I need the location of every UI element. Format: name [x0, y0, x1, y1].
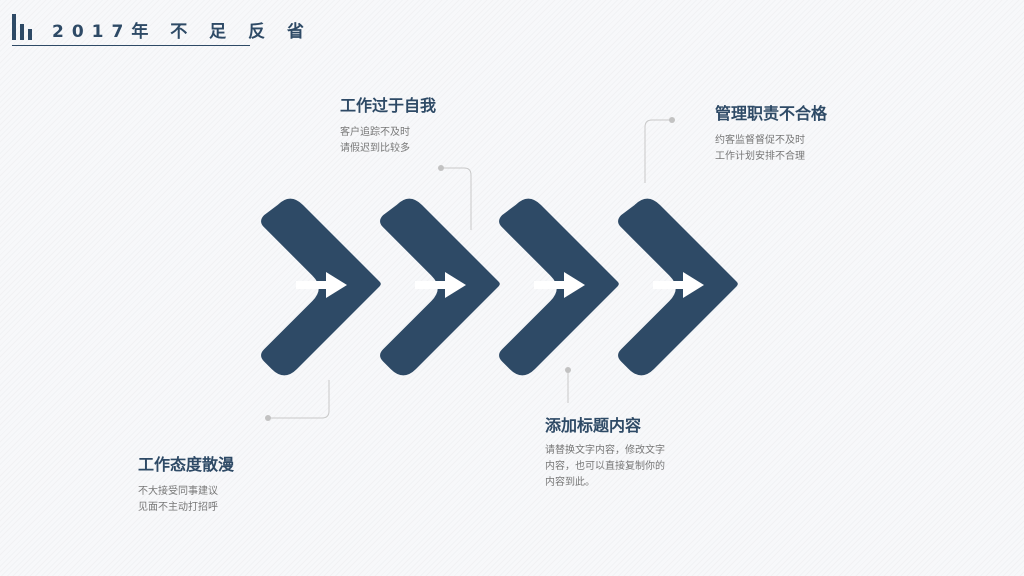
chevron-arrow-3 [499, 198, 619, 376]
item-title: 工作态度散漫 [138, 455, 235, 474]
item-line: 约客监督督促不及时 [715, 135, 805, 146]
item-line: 请替换文字内容，修改文字 [545, 445, 665, 456]
item-description: 约客监督督促不及时 工作计划安排不合理 [715, 133, 827, 165]
connector-line-4 [644, 119, 672, 183]
title-underline [12, 45, 250, 46]
item-description: 客户追踪不及时 请假迟到比较多 [340, 125, 436, 157]
connector-dot-4 [669, 117, 675, 123]
item-description: 不大接受同事建议 见面不主动打招呼 [138, 484, 234, 516]
connector-line-1 [268, 380, 330, 419]
connector-dot-1 [265, 415, 271, 421]
connector-dot-2 [438, 165, 444, 171]
connector-dot-3 [565, 367, 571, 373]
page-title: 2017年 不 足 反 省 [52, 22, 312, 42]
item-block-4: 管理职责不合格 约客监督督促不及时 工作计划安排不合理 [715, 100, 827, 165]
item-block-1: 工作态度散漫 不大接受同事建议 见面不主动打招呼 [138, 451, 234, 516]
header: 2017年 不 足 反 省 [12, 14, 304, 46]
item-block-3: 添加标题内容 请替换文字内容，修改文字 内容，也可以直接复制你的 内容到此。 [545, 412, 665, 491]
item-title: 管理职责不合格 [715, 104, 828, 123]
chevron-arrow-2 [380, 198, 500, 376]
item-line: 请假迟到比较多 [340, 143, 410, 154]
chevron-arrow-4 [618, 198, 738, 376]
item-line: 不大接受同事建议 [138, 486, 218, 497]
item-line: 工作计划安排不合理 [715, 151, 805, 162]
item-line: 见面不主动打招呼 [138, 502, 218, 513]
item-description: 请替换文字内容，修改文字 内容，也可以直接复制你的 内容到此。 [545, 436, 665, 491]
item-line: 内容到此。 [545, 477, 595, 488]
item-title: 工作过于自我 [340, 96, 437, 115]
item-title: 添加标题内容 [545, 416, 642, 435]
item-line: 内容，也可以直接复制你的 [545, 461, 665, 472]
bar-chart-icon [12, 14, 38, 40]
connector-line-2 [441, 167, 472, 230]
chevron-arrow-1 [261, 198, 381, 376]
item-line: 客户追踪不及时 [340, 127, 410, 138]
item-block-2: 工作过于自我 客户追踪不及时 请假迟到比较多 [340, 92, 436, 157]
